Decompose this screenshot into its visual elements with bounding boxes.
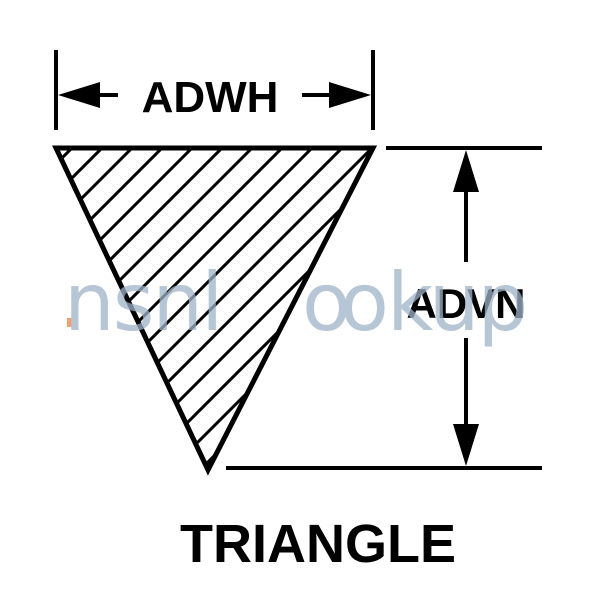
hatch-line xyxy=(56,148,132,470)
hatch-line xyxy=(228,148,373,470)
width-label: ADWH xyxy=(142,73,279,122)
watermark-o-letter: o xyxy=(302,256,351,349)
hatch-line xyxy=(56,148,373,470)
triangle-outline xyxy=(52,145,378,476)
hatch-line xyxy=(258,148,373,470)
height-dimension: ADVN xyxy=(226,146,542,470)
hatch-line xyxy=(56,148,373,470)
shape-caption: TRIANGLE xyxy=(180,514,456,574)
hatch-line xyxy=(380,0,600,500)
watermark-suffix: okup xyxy=(340,256,526,349)
width-arrow-left xyxy=(58,82,100,108)
hatch-line xyxy=(56,148,372,470)
watermark-prefix: nsnl xyxy=(64,256,221,349)
width-arrow-right xyxy=(329,82,371,108)
height-arrow-top xyxy=(453,150,479,192)
watermark: nsnl o okup xyxy=(64,256,528,349)
hatch-line xyxy=(56,148,373,470)
height-label: ADVN xyxy=(406,280,525,327)
hatch-line xyxy=(56,148,162,470)
width-dimension: ADWH xyxy=(54,50,375,130)
hatch-line xyxy=(56,148,102,470)
hatch-line xyxy=(138,148,373,470)
hatch-line xyxy=(288,148,373,470)
height-arrow-bottom xyxy=(453,424,479,466)
triangle-shape xyxy=(52,0,600,500)
watermark-accent-square xyxy=(67,318,76,327)
hatch-pattern xyxy=(56,0,600,500)
